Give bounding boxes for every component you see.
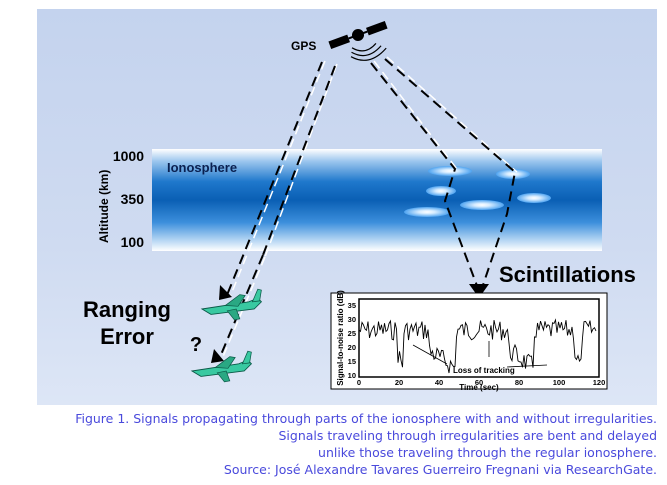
altitude-tick-100: 100 [121,234,145,250]
caption-line-1: Figure 1. Signals propagating through pa… [75,411,657,426]
inset-x-tick-label: 60 [475,378,483,387]
gps-label: GPS [291,39,316,53]
altitude-tick-350: 350 [121,191,145,207]
caption-line-3: unlike those traveling through the regul… [318,445,657,460]
inset-x-tick-label: 20 [395,378,403,387]
scintillations-label: Scintillations [499,262,636,287]
inset-y-ticks: 35 30 25 20 15 10 [348,301,356,380]
inset-y-tick-label: 25 [348,329,356,338]
question-mark: ? [190,334,202,356]
inset-x-ticks: 0 20 40 60 80 100 120 [357,378,605,387]
inset-x-tick-label: 100 [553,378,566,387]
inset-ylabel: Signal-to-noise ratio (dB) [336,290,345,386]
inset-x-tick-label: 80 [515,378,523,387]
altitude-tick-1000: 1000 [113,148,144,164]
signal-paths [211,56,518,363]
ranging-error-label-line1: Ranging [83,297,171,322]
inset-y-tick-label: 15 [348,357,356,366]
inset-y-tick-label: 30 [348,315,356,324]
loss-of-tracking-pointers [412,341,548,368]
airplane-icon [200,288,263,321]
irregularity-bubbles [404,166,551,217]
figure-caption: Figure 1. Signals propagating through pa… [0,410,657,478]
inset-y-tick-label: 35 [348,301,356,310]
inset-xlabel: Time (sec) [459,383,499,392]
snr-inset-chart: Signal-to-noise ratio (dB) Time (sec) 35… [330,290,608,392]
inset-y-tick-label: 10 [348,371,356,380]
airplane-icon [190,350,253,383]
altitude-axis-label: Altitude (km) [97,170,111,243]
ranging-error-label-line2: Error [100,324,154,349]
ionosphere-diagram: Ionosphere Altitude (km) 1000 350 100 GP… [83,20,636,392]
inset-y-tick-label: 20 [348,343,356,352]
inset-snr-trace [358,318,597,374]
loss-of-tracking-label: Loss of tracking [453,366,515,375]
caption-line-4: Source: José Alexandre Tavares Guerreiro… [223,462,657,477]
inset-x-tick-label: 40 [435,378,443,387]
ionosphere-figure: Ionosphere Altitude (km) 1000 350 100 GP… [37,9,657,405]
caption-line-2: Signals traveling through irregularities… [278,428,657,443]
inset-x-tick-label: 120 [593,378,606,387]
inset-x-tick-label: 0 [357,378,361,387]
satellite-icon [328,20,388,61]
ionosphere-label: Ionosphere [167,160,237,175]
